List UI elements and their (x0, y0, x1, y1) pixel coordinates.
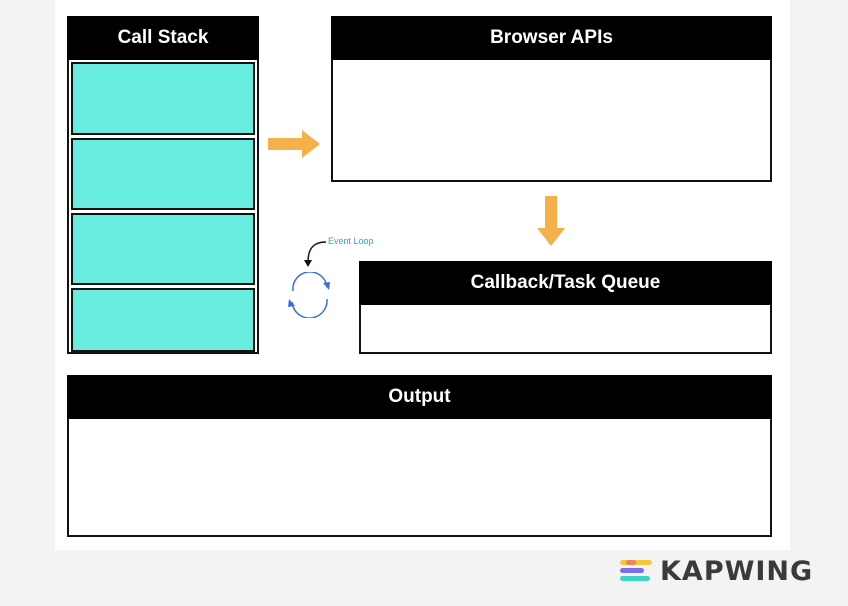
event-loop-label: Event Loop (328, 236, 374, 246)
kapwing-logo-icon (620, 560, 652, 581)
kapwing-watermark: KAPWING (618, 555, 814, 587)
call-stack-title: Call Stack (67, 16, 259, 60)
event-loop-cycle-icon (288, 272, 330, 318)
call-stack-slot (71, 288, 255, 352)
callback-queue-title: Callback/Task Queue (359, 261, 772, 305)
event-loop-pointer-icon (304, 241, 327, 267)
call-stack-slot (71, 213, 255, 285)
callback-queue-panel: Callback/Task Queue (359, 261, 772, 354)
call-stack-panel: Call Stack (67, 16, 259, 354)
arrow-right-icon (268, 130, 320, 158)
arrow-down-icon (537, 196, 565, 246)
browser-apis-title: Browser APIs (331, 16, 772, 60)
output-title: Output (67, 375, 772, 419)
output-panel: Output (67, 375, 772, 537)
browser-apis-panel: Browser APIs (331, 16, 772, 182)
call-stack-slot (71, 62, 255, 135)
call-stack-slot (71, 138, 255, 210)
kapwing-logo-text: KAPWING (660, 555, 814, 587)
